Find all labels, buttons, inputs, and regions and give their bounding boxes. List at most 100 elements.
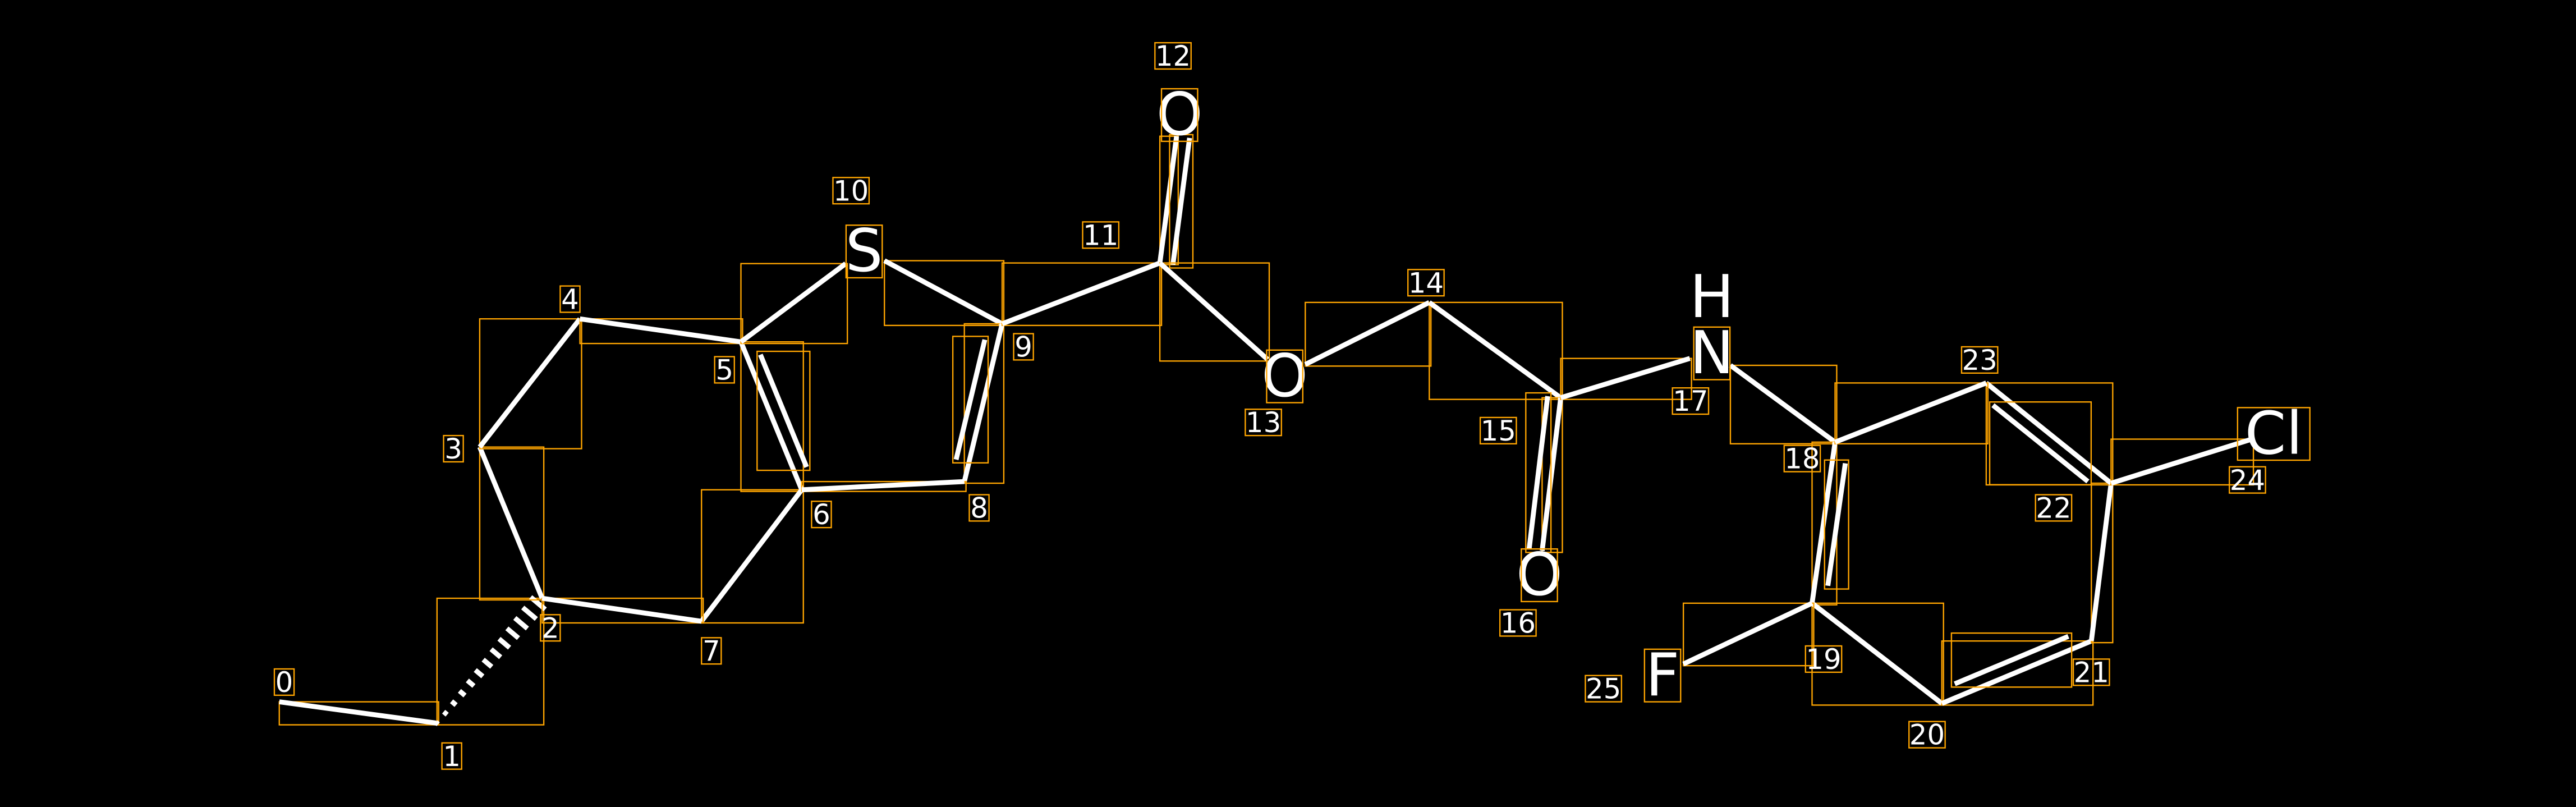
- bond-11-12: [1157, 134, 1194, 269]
- label-box: [1013, 333, 1034, 361]
- hash-wedge-stroke: [505, 626, 520, 640]
- bond-line: [1729, 363, 1837, 444]
- bonds-layer: [278, 134, 2254, 726]
- bond-8-6: [801, 479, 967, 493]
- atom-index-label: 6: [812, 498, 830, 531]
- bond-bounding-box: [1811, 602, 1944, 706]
- atom-4: 4: [559, 283, 581, 316]
- label-box: [811, 501, 832, 529]
- atom-index-label: 22: [2036, 492, 2071, 525]
- atom-7: 7: [701, 635, 722, 667]
- bond-line: [801, 479, 965, 493]
- atom-9: 9: [1013, 331, 1034, 364]
- atom-22: 22: [2035, 492, 2073, 525]
- label-box: [1908, 721, 1946, 749]
- hash-wedge-stroke: [513, 616, 529, 631]
- atom-16: 16O: [1499, 540, 1563, 640]
- label-box: [1082, 221, 1120, 249]
- bond-17-18: [1729, 363, 1838, 444]
- bond-line: [699, 488, 804, 623]
- bond-21-22: [2088, 482, 2114, 644]
- bond-line: [2110, 437, 2253, 486]
- atom-8: 8: [968, 492, 990, 525]
- atom-2: 2: [540, 612, 561, 644]
- label-box: [559, 285, 581, 313]
- bond-9-11: [1001, 260, 1163, 327]
- bond-line: [739, 262, 847, 344]
- atom-23: 23: [1960, 344, 1999, 377]
- bond-bounding-box: [1169, 134, 1194, 269]
- bond-bounding-box: [1159, 262, 1270, 362]
- label-box: [832, 177, 870, 205]
- atom-index-label: 11: [1083, 219, 1118, 251]
- element-symbol-o: O: [1261, 341, 1308, 410]
- bond-line: [738, 341, 804, 491]
- hash-wedge-stroke: [466, 678, 476, 688]
- bond-20-21: [1941, 632, 2094, 706]
- hash-wedge-stroke: [442, 709, 449, 717]
- bond-bounding-box: [1941, 640, 2094, 706]
- hash-wedge-stroke: [434, 720, 440, 726]
- symbol-box: [1693, 326, 1731, 380]
- bond-second-line: [1825, 462, 1848, 586]
- bond-line: [1560, 356, 1691, 400]
- label-box: [540, 614, 561, 642]
- bond-line: [883, 258, 1004, 326]
- bond-bounding-box: [1729, 364, 1838, 444]
- atom-index-label: 21: [2074, 656, 2109, 689]
- label-box: [701, 637, 722, 665]
- symbol-box: [1521, 548, 1558, 603]
- atom-index-label: 10: [833, 175, 869, 207]
- symbol-box: [845, 224, 883, 279]
- bond-bounding-box: [1950, 632, 2073, 688]
- bond-bounding-box: [1682, 602, 1815, 667]
- bond-18-19: [1810, 441, 1849, 606]
- bond-bounding-box: [740, 263, 848, 345]
- label-box: [1499, 609, 1537, 637]
- bond-bounding-box: [884, 260, 1005, 327]
- bond-line: [279, 699, 438, 726]
- label-box: [2035, 494, 2073, 522]
- bond-23-18: [1834, 380, 1989, 444]
- bond-1-2: [434, 595, 547, 726]
- bond-bounding-box: [801, 480, 967, 492]
- bond-bounding-box: [1305, 301, 1432, 367]
- bond-bounding-box: [1001, 262, 1163, 327]
- atom-3: 3: [443, 433, 464, 465]
- atom-20: 20: [1908, 719, 1946, 751]
- hydrogen-symbol: H: [1689, 262, 1734, 331]
- bond-bounding-box: [1429, 301, 1563, 400]
- atom-index-label: 23: [1962, 344, 1998, 377]
- atom-6: 6: [811, 498, 832, 531]
- bond-7-2: [541, 595, 704, 624]
- label-box: [1585, 675, 1623, 703]
- atom-index-label: 4: [561, 283, 579, 316]
- bond-9-8: [952, 323, 1005, 484]
- atom-index-label: 18: [1784, 443, 1820, 475]
- bond-bounding-box: [479, 318, 582, 450]
- bond-10-9: [883, 258, 1005, 327]
- bond-second-line: [1170, 137, 1192, 265]
- label-box: [1154, 42, 1192, 70]
- bond-line: [1427, 300, 1563, 400]
- bond-bounding-box: [740, 341, 804, 492]
- label-box: [2229, 466, 2266, 494]
- atom-index-label: 0: [275, 666, 293, 699]
- bond-bounding-box: [2091, 482, 2114, 644]
- bond-line: [579, 316, 742, 345]
- label-box: [1804, 645, 1843, 673]
- element-symbol-cl: Cl: [2245, 398, 2303, 467]
- bond-line: [477, 317, 582, 449]
- bond-4-5: [579, 316, 743, 345]
- bond-line: [962, 323, 1005, 483]
- symbol-box: [1643, 648, 1682, 703]
- bond-second-line: [758, 354, 809, 468]
- bond-second-line: [1526, 396, 1550, 550]
- bond-bounding-box: [579, 318, 743, 345]
- bond-bounding-box: [1525, 392, 1552, 553]
- bond-line: [477, 446, 545, 599]
- element-symbol-f: F: [1646, 640, 1680, 709]
- bond-bounding-box: [1824, 459, 1849, 590]
